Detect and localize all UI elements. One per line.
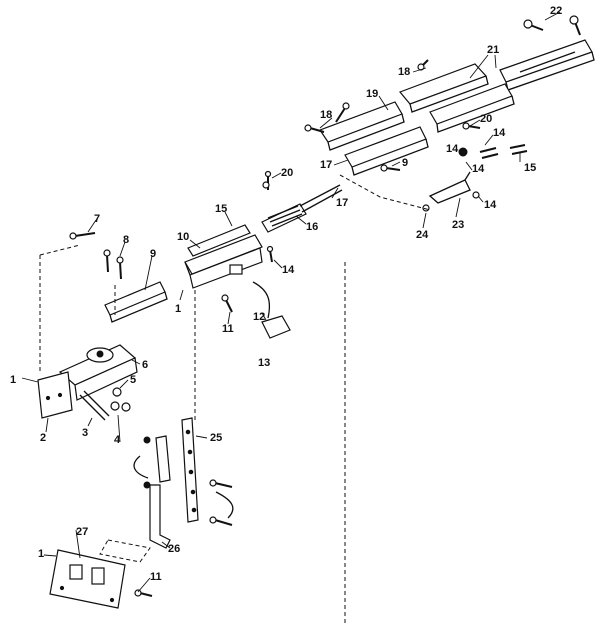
callout: 14	[484, 199, 497, 211]
callout: 15	[524, 162, 536, 174]
callout: 27	[76, 526, 88, 538]
callout: 6	[142, 359, 148, 371]
callout: 14	[282, 264, 295, 276]
release-cable-and-handle	[133, 281, 291, 519]
callout: 17	[336, 197, 348, 209]
door-arm-25	[181, 417, 199, 523]
callout: 19	[366, 88, 378, 100]
callout: 24	[416, 229, 429, 241]
trolley-assembly	[184, 184, 343, 289]
callout: 18	[398, 66, 410, 78]
callout: 21	[487, 44, 499, 56]
alignment-lines	[39, 174, 431, 625]
callout: 20	[281, 167, 293, 179]
callout: 1	[10, 374, 16, 386]
rail-section-rear	[319, 101, 429, 176]
rail-section-middle	[398, 63, 515, 133]
callout: 14	[493, 127, 506, 139]
callout: 20	[480, 113, 492, 125]
header-bracket	[104, 281, 168, 323]
callout: 14	[446, 143, 459, 155]
callout-labels: 22 21 18 19 18 20 14 15 17 9 20 14 14 16…	[10, 5, 562, 583]
callout: 25	[210, 432, 222, 444]
callout: 11	[222, 323, 234, 335]
callout: 8	[123, 234, 129, 246]
callout: 3	[82, 427, 88, 439]
callout: 23	[452, 219, 464, 231]
callout: 9	[150, 248, 156, 260]
callout: 18	[320, 109, 332, 121]
callout: 10	[177, 231, 189, 243]
door-bracket-plate-27	[49, 539, 151, 609]
callout: 17	[320, 159, 332, 171]
callout: 1	[175, 303, 181, 315]
callout: 22	[550, 5, 562, 17]
callout: 26	[168, 543, 180, 555]
leader-lines	[21, 11, 561, 593]
rail-section-front	[499, 39, 595, 91]
callout: 16	[306, 221, 318, 233]
door-arm-26	[149, 435, 171, 549]
callout: 14	[472, 163, 485, 175]
drive-assembly	[37, 344, 138, 421]
fasteners	[69, 15, 581, 597]
callout: 5	[130, 374, 136, 386]
callout: 15	[215, 203, 227, 215]
callout: 4	[114, 434, 121, 446]
callout: 7	[94, 213, 100, 225]
callout: 13	[258, 357, 270, 369]
callout: 11	[150, 571, 162, 583]
callout: 2	[40, 432, 46, 444]
callout: 1	[38, 548, 44, 560]
callout: 12	[253, 311, 265, 323]
callout: 9	[402, 157, 408, 169]
